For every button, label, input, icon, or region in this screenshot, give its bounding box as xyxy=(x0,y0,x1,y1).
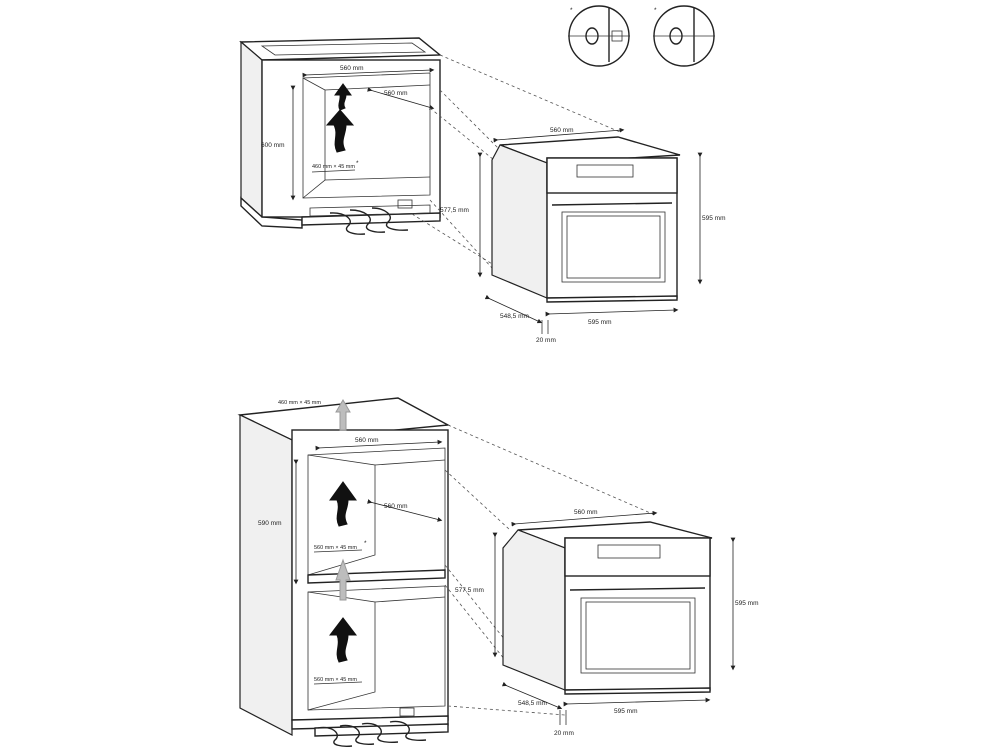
top-oven-depth-label: 548,5 mm xyxy=(500,313,529,320)
bottom-top-vent-label: 460 mm × 45 mm xyxy=(278,400,321,406)
bottom-oven-dims: 560 mm 595 mm 577,5 mm 548,5 mm 595 mm 2… xyxy=(455,509,758,737)
bottom-cabinet-dims: 460 mm × 45 mm 560 mm 560 mm 590 mm 560 … xyxy=(258,400,443,685)
bottom-inflow-air xyxy=(317,720,427,747)
svg-text:*: * xyxy=(356,160,359,167)
bottom-oven-depth-label: 548,5 mm xyxy=(518,700,547,707)
bottom-cabinet xyxy=(237,397,451,737)
bottom-oven xyxy=(502,521,713,695)
bottom-door-label: 20 mm xyxy=(554,730,574,737)
top-oven xyxy=(491,136,681,303)
bottom-vent-low-label: 560 mm × 45 mm xyxy=(314,677,357,683)
top-oven-height-label: 595 mm xyxy=(702,215,725,222)
bottom-oven-height-label: 595 mm xyxy=(735,600,758,607)
top-airflow-arrows xyxy=(325,83,355,153)
top-oven-dims: 560 mm 595 mm 577,5 mm 548,5 mm 595 mm 2… xyxy=(440,127,725,344)
plug-detail-left: * xyxy=(568,5,630,67)
top-cabinet-width-label: 560 mm xyxy=(340,65,363,72)
top-cabinet-dims: 560 mm 560 mm 600 mm 460 mm × 45 mm * xyxy=(261,65,435,201)
bottom-cabinet-width-label: 560 mm xyxy=(355,437,378,444)
bottom-recess-height-label: 577,5 mm xyxy=(455,587,484,594)
bottom-niche-height-label: 590 mm xyxy=(258,520,281,527)
top-oven-front-width-label: 595 mm xyxy=(588,319,611,326)
top-cabinet-height-label: 600 mm xyxy=(261,142,284,149)
bottom-airflow-arrows xyxy=(328,399,358,663)
plug-left-mark: * xyxy=(570,7,573,14)
top-oven-width-label: 560 mm xyxy=(550,127,573,134)
top-inflow-air xyxy=(329,207,409,235)
top-projection-lines xyxy=(411,54,621,301)
plug-right-mark: * xyxy=(654,7,657,14)
top-cabinet-depth-label: 560 mm xyxy=(384,90,407,97)
plug-detail-right: * xyxy=(653,5,715,67)
bottom-oven-front-width-label: 595 mm xyxy=(614,708,637,715)
svg-text:*: * xyxy=(364,540,367,547)
top-recess-height-label: 577,5 mm xyxy=(440,207,469,214)
top-vent-label: 460 mm × 45 mm xyxy=(312,164,355,170)
top-door-label: 20 mm xyxy=(536,337,556,344)
bottom-oven-width-label: 560 mm xyxy=(574,509,597,516)
bottom-vent-mid-label: 560 mm × 45 mm xyxy=(314,545,357,551)
bottom-cabinet-depth-label: 560 mm xyxy=(384,503,407,510)
